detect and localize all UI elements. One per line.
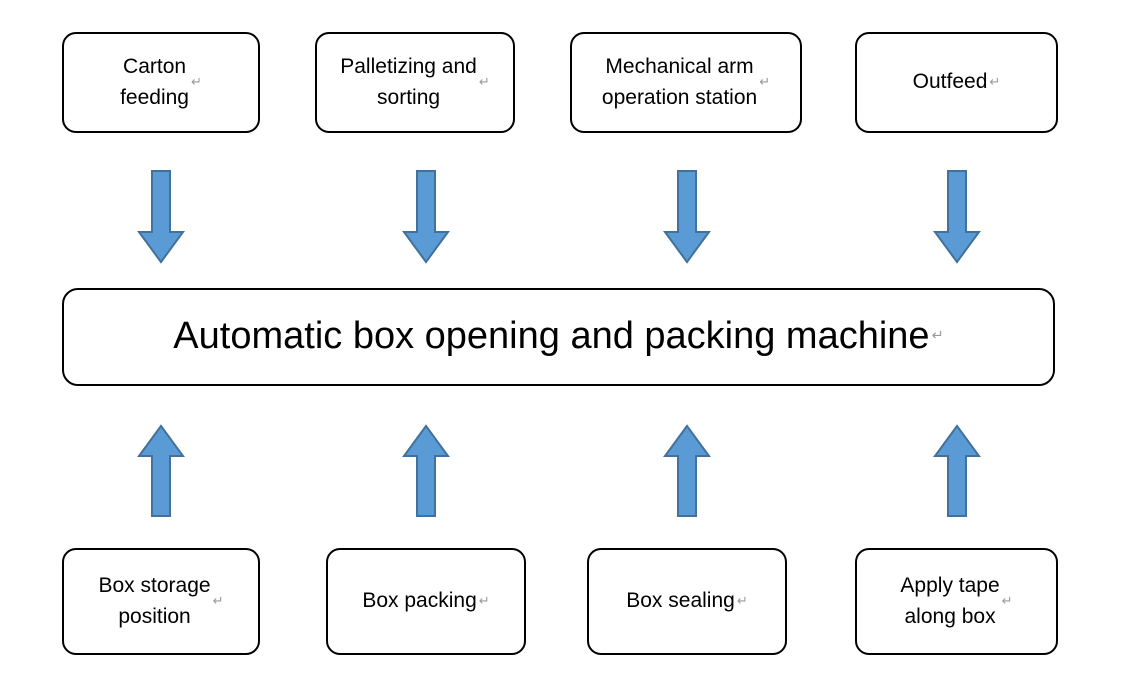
process-box-label: Box packing bbox=[362, 589, 477, 613]
paragraph-mark-icon: ↵ bbox=[478, 74, 490, 90]
process-box-label: Box sealing bbox=[626, 589, 735, 613]
paragraph-mark-icon: ↵ bbox=[736, 593, 748, 609]
paragraph-mark-icon: ↵ bbox=[212, 593, 224, 609]
paragraph-mark-icon: ↵ bbox=[1001, 593, 1013, 609]
process-box-palletizing-and-sorting[interactable]: Palletizing and sorting↵ bbox=[315, 32, 515, 133]
arrow-down-mechanical-arm-operation-station bbox=[663, 170, 711, 264]
arrow-up-apply-tape-along-box bbox=[933, 424, 981, 517]
arrow-up-box-storage-position bbox=[137, 424, 185, 517]
paragraph-mark-icon: ↵ bbox=[989, 74, 1001, 90]
process-box-label: Mechanical arm operation station bbox=[601, 55, 758, 109]
process-box-apply-tape-along-box[interactable]: Apply tape along box↵ bbox=[855, 548, 1058, 655]
process-box-automatic-box-opening-and-packing-machine[interactable]: Automatic box opening and packing machin… bbox=[62, 288, 1055, 386]
process-box-box-packing[interactable]: Box packing↵ bbox=[326, 548, 526, 655]
paragraph-mark-icon: ↵ bbox=[478, 593, 490, 609]
arrow-up-box-sealing bbox=[663, 424, 711, 517]
process-box-label: Apply tape along box bbox=[900, 574, 1000, 628]
process-box-box-sealing[interactable]: Box sealing↵ bbox=[587, 548, 787, 655]
process-box-label: Box storage position bbox=[98, 574, 211, 628]
arrow-down-carton-feeding bbox=[137, 170, 185, 264]
paragraph-mark-icon: ↵ bbox=[759, 74, 771, 90]
process-box-mechanical-arm-operation-station[interactable]: Mechanical arm operation station↵ bbox=[570, 32, 802, 133]
arrow-down-outfeed bbox=[933, 170, 981, 264]
process-box-carton-feeding[interactable]: Carton feeding ↵ bbox=[62, 32, 260, 133]
process-box-outfeed[interactable]: Outfeed↵ bbox=[855, 32, 1058, 133]
process-box-box-storage-position[interactable]: Box storage position↵ bbox=[62, 548, 260, 655]
process-box-label: Outfeed bbox=[912, 70, 988, 94]
paragraph-mark-icon: ↵ bbox=[931, 328, 944, 345]
arrow-down-palletizing-and-sorting bbox=[402, 170, 450, 264]
process-box-label: Palletizing and sorting bbox=[340, 55, 477, 109]
process-box-label: Carton feeding bbox=[120, 55, 189, 109]
arrow-up-box-packing bbox=[402, 424, 450, 517]
process-box-label: Automatic box opening and packing machin… bbox=[173, 315, 930, 358]
paragraph-mark-icon: ↵ bbox=[191, 74, 202, 90]
